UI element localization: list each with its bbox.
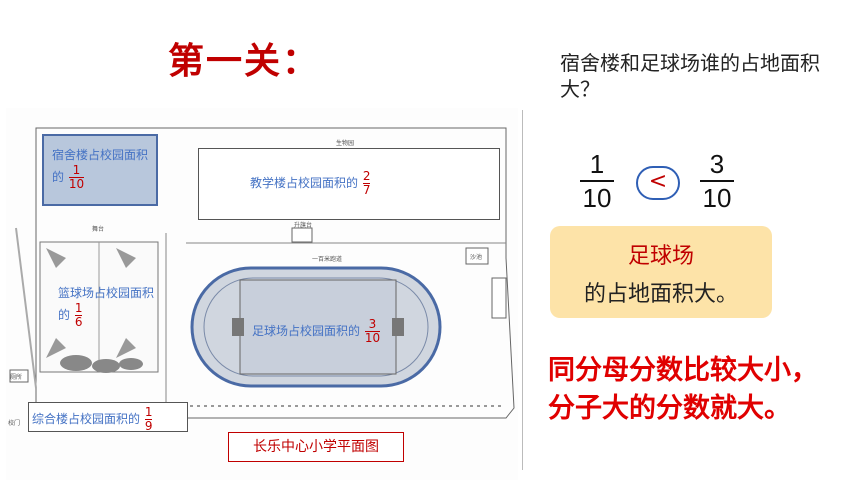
- map-caption: 长乐中心小学平面图: [228, 432, 404, 462]
- map-label-sandpit: 沙池: [470, 254, 483, 261]
- answer-rest: 的占地面积大。: [583, 282, 738, 307]
- teaching-num: 2: [362, 169, 371, 183]
- fraction-bar: [700, 180, 734, 182]
- complex-label-text: 综合楼占校园面积的: [32, 412, 141, 426]
- dorm-building: [42, 134, 158, 206]
- answer-highlight: 足球场: [627, 244, 694, 269]
- dorm-den: 10: [68, 177, 85, 191]
- fraction-bar: [580, 180, 614, 182]
- fraction-left: 1 10: [580, 150, 614, 212]
- fraction-left-denominator: 10: [582, 183, 612, 213]
- teaching-den: 7: [362, 183, 371, 197]
- compare-symbol: <: [636, 166, 680, 200]
- map-label-stage: 舞台: [92, 226, 105, 233]
- fraction-left-numerator: 1: [589, 149, 605, 179]
- dorm-label-text: 宿舍楼占校园面积的: [52, 148, 149, 184]
- map-label-track: 一百米跑道: [312, 256, 343, 263]
- page-title: 第一关：: [168, 40, 321, 82]
- fraction-right: 3 10: [700, 150, 734, 212]
- question-text: 宿舍楼和足球场谁的占地面积大？: [560, 51, 820, 101]
- fraction-right-denominator: 10: [702, 183, 732, 213]
- football-den: 10: [364, 331, 381, 345]
- football-label-text: 足球场占校园面积的: [252, 324, 361, 338]
- complex-num: 1: [144, 405, 153, 419]
- basketball-num: 1: [74, 301, 83, 315]
- complex-den: 9: [144, 419, 153, 433]
- basketball-label-text: 篮球场占校园面积的: [58, 286, 155, 322]
- divider: [522, 110, 523, 470]
- dorm-num: 1: [72, 163, 81, 177]
- teaching-label-text: 教学楼占校园面积的: [250, 176, 359, 190]
- basketball-den: 6: [74, 315, 83, 329]
- map-label-flag: 升旗台: [294, 222, 313, 229]
- teaching-building: [198, 148, 500, 220]
- map-label-toilet: 厕所: [10, 374, 23, 381]
- map-label-gate: 校门: [8, 420, 21, 427]
- rule-text: 同分母分数比较大小，分子大的分数就大。: [548, 355, 818, 424]
- answer-box: [550, 226, 772, 318]
- map-label-garden: 生物园: [336, 140, 355, 147]
- complex-building: [28, 402, 188, 432]
- map-outline: [9, 127, 515, 419]
- football-num: 3: [368, 317, 377, 331]
- fraction-right-numerator: 3: [709, 149, 725, 179]
